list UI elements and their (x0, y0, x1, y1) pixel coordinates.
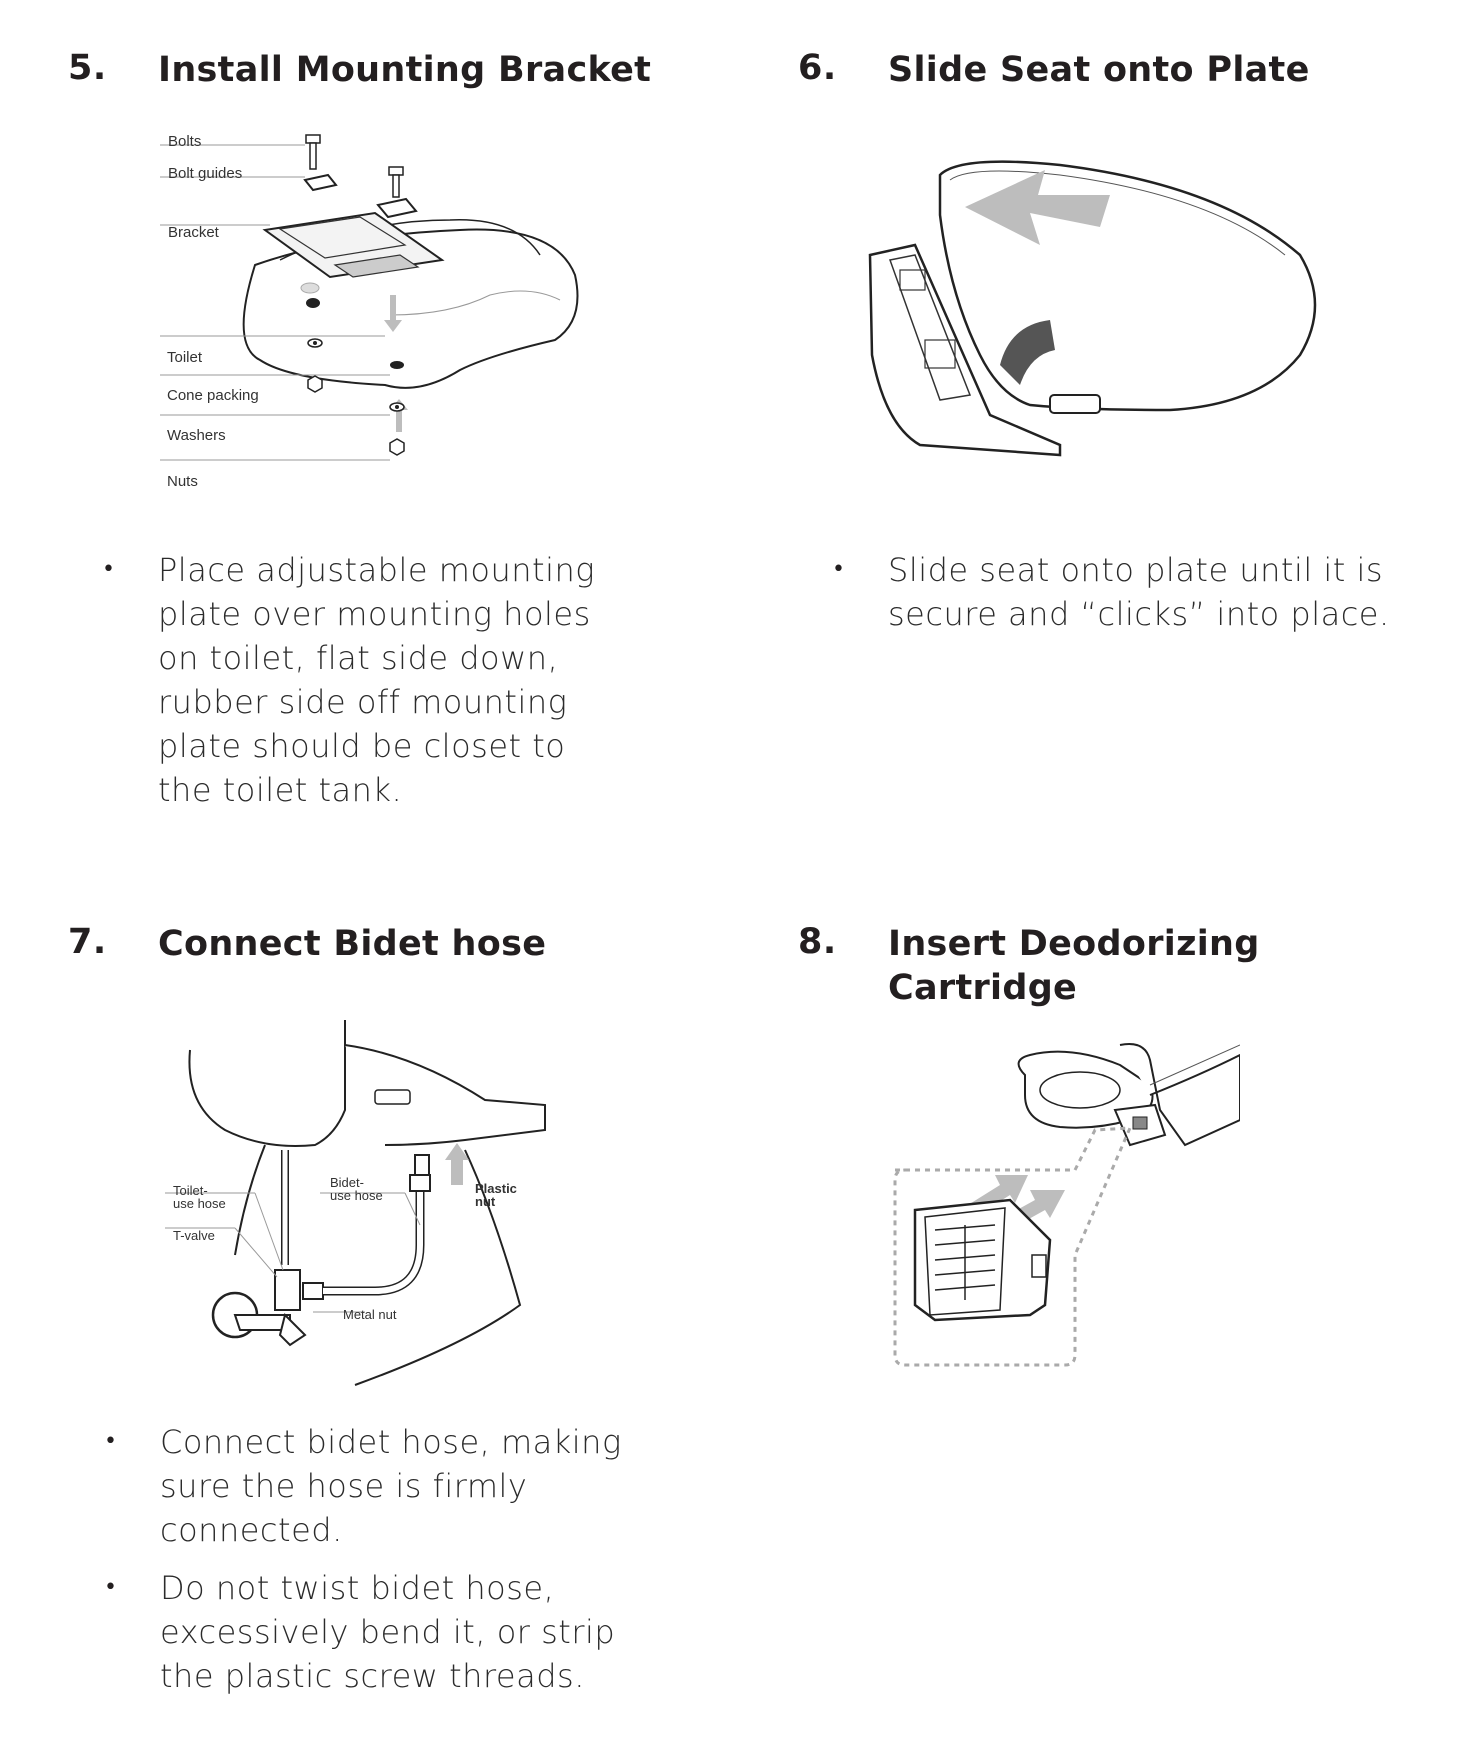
label-bolt-guides: Bolt guides (168, 165, 242, 182)
label-toilet: Toilet (167, 349, 203, 366)
bullet-item: • Slide seat onto plate until it is secur… (798, 548, 1418, 636)
label-toilet-use-hose-2: use hose (173, 1196, 226, 1211)
bullet-icon: • (102, 557, 115, 582)
label-plastic-nut-2: nut (475, 1194, 496, 1209)
label-toilet-use-hose-1: Toilet- (173, 1183, 208, 1198)
label-cone-packing: Cone packing (167, 387, 259, 404)
label-plastic-nut-1: Plastic (475, 1181, 517, 1196)
bullet-text: Connect bidet hose, making sure the hose… (160, 1423, 622, 1549)
label-bracket: Bracket (168, 224, 220, 241)
deodorizing-cartridge-illustration (893, 1043, 1240, 1367)
step-number: 6. (798, 48, 837, 88)
bullet-text: Do not twist bidet hose, excessively ben… (160, 1569, 616, 1695)
step-5-bullets: • Place adjustable mounting plate over mo… (68, 548, 628, 826)
bullet-item: • Place adjustable mounting plate over mo… (68, 548, 628, 812)
bullet-item: • Connect bidet hose, making sure the hos… (70, 1420, 630, 1552)
mounting-bracket-illustration: Bolts Bolt guides Bracket Toilet Cone pa… (160, 133, 579, 490)
label-metal-nut: Metal nut (343, 1307, 397, 1322)
step-number: 7. (68, 922, 107, 962)
step-6-bullets: • Slide seat onto plate until it is secur… (798, 548, 1418, 650)
slide-seat-illustration (868, 160, 1317, 457)
label-bidet-use-hose-2: use hose (330, 1188, 383, 1203)
step-number: 5. (68, 48, 107, 88)
step-7-bullets: • Connect bidet hose, making sure the hos… (70, 1420, 630, 1712)
bidet-hose-illustration: Toilet- use hose T-valve Bidet- use hose… (165, 1020, 546, 1386)
label-nuts: Nuts (167, 473, 198, 490)
label-washers: Washers (167, 427, 226, 444)
label-t-valve: T-valve (173, 1228, 215, 1243)
bullet-icon: • (832, 557, 845, 582)
label-bidet-use-hose-1: Bidet- (330, 1175, 364, 1190)
bullet-text: Place adjustable mounting plate over mou… (158, 551, 595, 809)
bullet-icon: • (104, 1429, 117, 1454)
bullet-text: Slide seat onto plate until it is secure… (888, 551, 1390, 633)
label-bolts: Bolts (168, 133, 201, 150)
step-title: Connect Bidet hose (158, 924, 547, 964)
step-title-line-2: Cartridge (888, 968, 1078, 1008)
step-title: Install Mounting Bracket (158, 50, 652, 90)
step-title: Slide Seat onto Plate (888, 50, 1310, 90)
bullet-icon: • (104, 1575, 117, 1600)
step-number: 8. (798, 922, 837, 962)
bullet-item: • Do not twist bidet hose, excessively be… (70, 1566, 630, 1698)
step-title-line-1: Insert Deodorizing (888, 924, 1260, 964)
